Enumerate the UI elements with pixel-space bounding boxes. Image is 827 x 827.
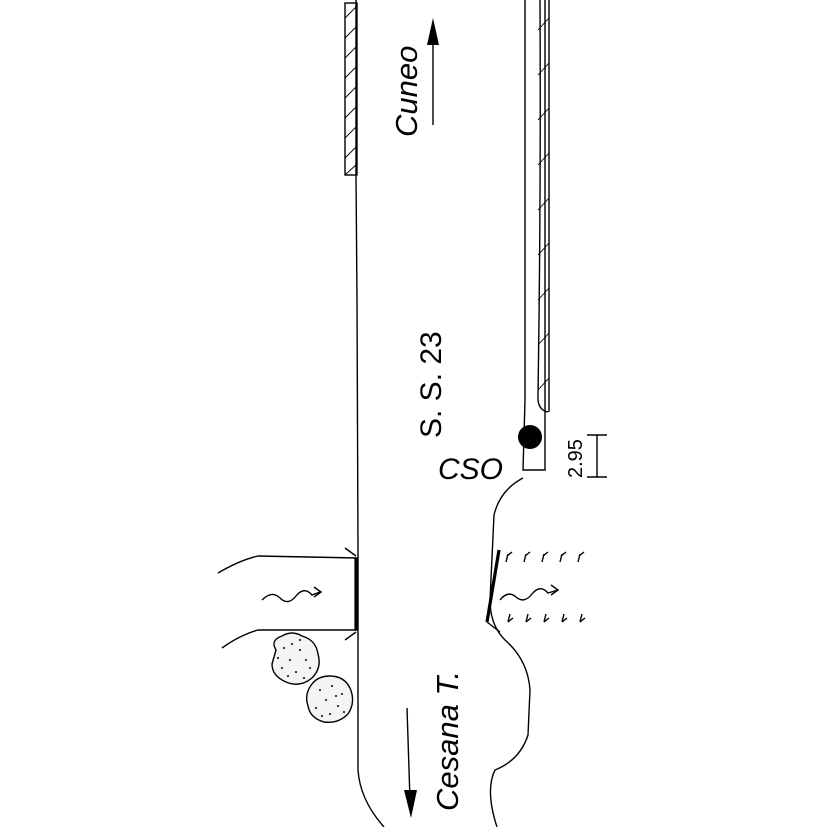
station-label: CSO [438, 453, 503, 486]
tree-icon [305, 675, 354, 724]
dimension-label: 2.95 [565, 439, 587, 478]
sidewalk-east [522, 0, 550, 471]
arrow-down-icon [404, 707, 417, 818]
road-label: S. S. 23 [415, 331, 448, 438]
north-destination-label: Cuneo [389, 46, 424, 137]
station-point [518, 425, 542, 449]
dimension-marker [587, 434, 607, 478]
tree-icon [271, 632, 320, 685]
arrow-up-icon [427, 18, 439, 125]
side-road-west [217, 547, 359, 649]
south-destination-label: Cesana T. [430, 671, 465, 811]
road-east-edge [489, 477, 531, 827]
road-west-edge [355, 0, 385, 827]
guardrail-north [344, 2, 358, 176]
stream-crossing-east [485, 549, 586, 633]
